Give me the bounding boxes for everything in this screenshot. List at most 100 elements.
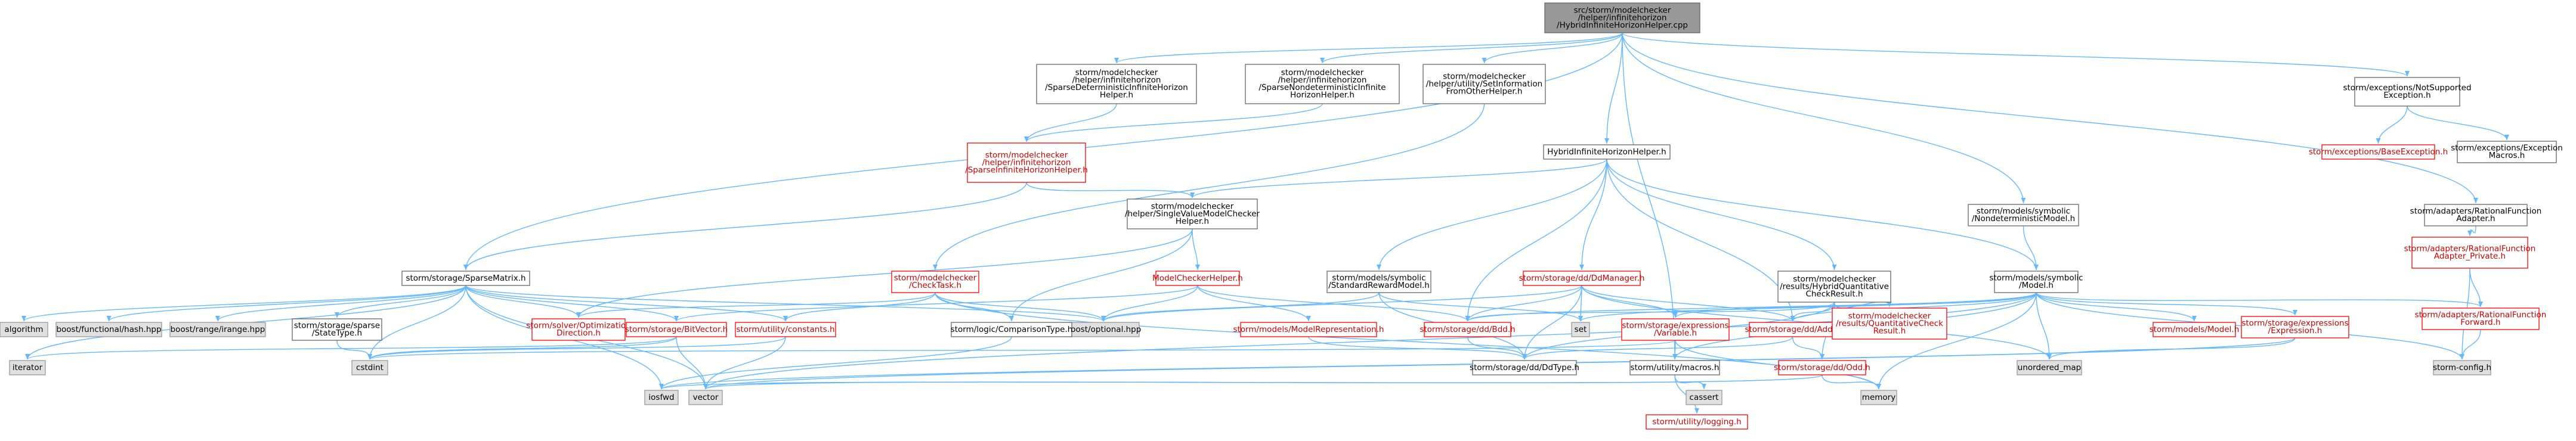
edge-add-to-ddtype: [1522, 336, 1793, 360]
node-label-line: storm/adapters/RationalFunction: [2404, 244, 2536, 254]
node-cassert[interactable]: cassert: [1686, 390, 1723, 405]
node-label-line: storm/storage/dd/Bdd.h: [1420, 325, 1515, 334]
node-box: [644, 390, 679, 405]
node-ddtype[interactable]: storm/storage/dd/DdType.h: [1470, 360, 1579, 375]
node-rational_private[interactable]: storm/adapters/RationalFunctionAdapter_P…: [2404, 237, 2536, 269]
node-dd_manager[interactable]: storm/storage/dd/DdManager.h: [1519, 271, 1645, 286]
node-std_reward[interactable]: storm/models/symbolic/StandardRewardMode…: [1326, 271, 1431, 293]
node-label-line: /helper/infinitehorizon: [1072, 76, 1161, 85]
node-unordered_map[interactable]: unordered_map: [2017, 360, 2082, 375]
edge-mc_helper-to-bitvector: [674, 285, 1198, 322]
node-label-line: storm/exceptions/Exception: [2451, 144, 2563, 153]
node-box: [735, 322, 836, 337]
node-sparse_det[interactable]: storm/modelchecker/helper/infinitehorizo…: [1036, 64, 1197, 104]
edge-mc_helper-to-optional: [1101, 285, 1198, 322]
node-label-line: /Expression.h: [2268, 326, 2323, 336]
node-label-line: /NondeterministicModel.h: [1972, 214, 2075, 223]
node-nondet_model[interactable]: storm/models/symbolic/NondeterministicMo…: [1968, 204, 2079, 226]
edge-symbolic_model-to-vector: [703, 292, 2037, 390]
node-label-line: storm/modelchecker: [1075, 68, 1158, 77]
node-state_type[interactable]: storm/storage/sparse/StateType.h: [292, 318, 382, 341]
node-root[interactable]: src/storm/modelchecker/helper/infiniteho…: [1544, 2, 1700, 33]
node-box: [951, 322, 1072, 337]
edge-symbolic_model-to-add: [1790, 292, 2037, 322]
node-base_exception[interactable]: storm/exceptions/BaseException.h: [2309, 144, 2448, 160]
node-check_task[interactable]: storm/modelchecker/CheckTask.h: [891, 271, 979, 293]
node-box: [2017, 360, 2082, 375]
node-label-line: HorizonHelper.h: [1290, 91, 1355, 100]
edge-hybrid_quant-to-add: [1790, 302, 1835, 322]
node-sparse_inf[interactable]: storm/modelchecker/helper/infinitehorizo…: [965, 142, 1088, 183]
node-add[interactable]: storm/storage/dd/Add.h: [1745, 322, 1841, 337]
node-single_value[interactable]: storm/modelchecker/helper/SingleValueMod…: [1125, 198, 1260, 229]
node-memory[interactable]: memory: [1860, 390, 1897, 405]
node-bdd[interactable]: storm/storage/dd/Bdd.h: [1420, 322, 1516, 337]
node-vector[interactable]: vector: [688, 390, 723, 405]
node-odd[interactable]: storm/storage/dd/Odd.h: [1774, 360, 1870, 375]
node-iterator[interactable]: iterator: [9, 360, 46, 375]
node-label-line: storm/modelchecker: [1281, 68, 1364, 77]
node-box: [2241, 316, 2349, 338]
node-bitvector[interactable]: storm/storage/BitVector.h: [625, 322, 728, 337]
node-box: [2354, 77, 2460, 107]
edge-sparse_matrix-to-cstdint: [367, 285, 466, 360]
node-label-line: /results/QuantitativeCheck: [1836, 319, 1943, 328]
edge-sparse_det-to-sparse_inf: [1024, 103, 1117, 142]
node-box: [1646, 414, 1748, 430]
edge-sparse_matrix-to-state_type: [335, 285, 466, 318]
node-hybrid_quant[interactable]: storm/modelchecker/results/HybridQuantit…: [1777, 271, 1891, 303]
edge-std_reward-to-set: [1378, 292, 1583, 322]
node-constants[interactable]: storm/utility/constants.h: [735, 322, 836, 337]
node-label-line: /Variable.h: [1654, 328, 1697, 338]
node-model_repr[interactable]: storm/models/ModelRepresentation.h: [1233, 322, 1384, 337]
node-models_model[interactable]: storm/models/Model.h: [2150, 322, 2240, 337]
node-hybrid_h[interactable]: HybridInfiniteHorizonHelper.h: [1543, 144, 1671, 160]
node-label-line: storm/modelchecker: [894, 274, 977, 283]
edge-odd-to-iosfwd: [659, 374, 1823, 390]
edge-hybrid_h-to-hybrid_quant: [1606, 159, 1837, 271]
node-box: [2321, 144, 2435, 160]
node-label-line: storm/logic/ComparisonType.h: [951, 325, 1073, 334]
node-label-line: cstdint: [356, 363, 384, 372]
node-label-line: algorithm: [4, 325, 43, 334]
node-config[interactable]: storm-config.h: [2433, 360, 2491, 375]
edge-symbolic_model-to-unordered_map: [2036, 292, 2052, 360]
node-logging[interactable]: storm/utility/logging.h: [1646, 414, 1748, 430]
edge-variable-to-memory: [1675, 340, 1881, 390]
node-set_info[interactable]: storm/modelchecker/helper/utility/SetInf…: [1422, 64, 1546, 104]
node-iosfwd[interactable]: iosfwd: [644, 390, 679, 405]
node-label-line: storm/storage/BitVector.h: [625, 325, 728, 334]
node-sparse_matrix[interactable]: storm/storage/SparseMatrix.h: [401, 271, 530, 286]
node-label-line: Macros.h: [2489, 151, 2525, 160]
node-optional[interactable]: boost/optional.hpp: [1066, 322, 1142, 337]
node-cstdint[interactable]: cstdint: [351, 360, 388, 375]
node-macros[interactable]: storm/utility/macros.h: [1629, 360, 1720, 375]
edge-sparse_matrix-to-range: [215, 285, 466, 322]
node-hash[interactable]: boost/functional/hash.hpp: [55, 322, 162, 337]
node-mc_helper[interactable]: ModelCheckerHelper.h: [1152, 271, 1243, 286]
node-quant_check[interactable]: storm/modelchecker/results/QuantitativeC…: [1832, 308, 1947, 340]
node-sparse_nondet[interactable]: storm/modelchecker/helper/infinitehorizo…: [1245, 64, 1400, 104]
node-label-line: Helper.h: [1176, 216, 1209, 226]
node-label-line: storm/modelchecker: [1848, 311, 1931, 321]
edge-variable-to-cstdint: [367, 340, 1676, 360]
node-label-line: storm/storage/sparse: [294, 321, 380, 331]
node-expression[interactable]: storm/storage/expressions/Expression.h: [2241, 316, 2349, 338]
node-symbolic_model[interactable]: storm/models/symbolic/Model.h: [1989, 271, 2083, 293]
node-box: [1240, 322, 1377, 337]
node-set[interactable]: set: [1571, 322, 1590, 337]
node-box: [1621, 318, 1730, 341]
node-algorithm[interactable]: algorithm: [0, 322, 48, 337]
node-box: [626, 322, 727, 337]
node-comparison[interactable]: storm/logic/ComparisonType.h: [951, 322, 1073, 337]
node-label-line: Adapter.h: [2456, 214, 2495, 223]
node-label-line: unordered_map: [2018, 363, 2081, 372]
node-range[interactable]: boost/range/irange.hpp: [169, 322, 266, 337]
edge-root-to-sparse_det: [1114, 32, 1623, 64]
node-variable[interactable]: storm/storage/expressions/Variable.h: [1621, 318, 1730, 341]
